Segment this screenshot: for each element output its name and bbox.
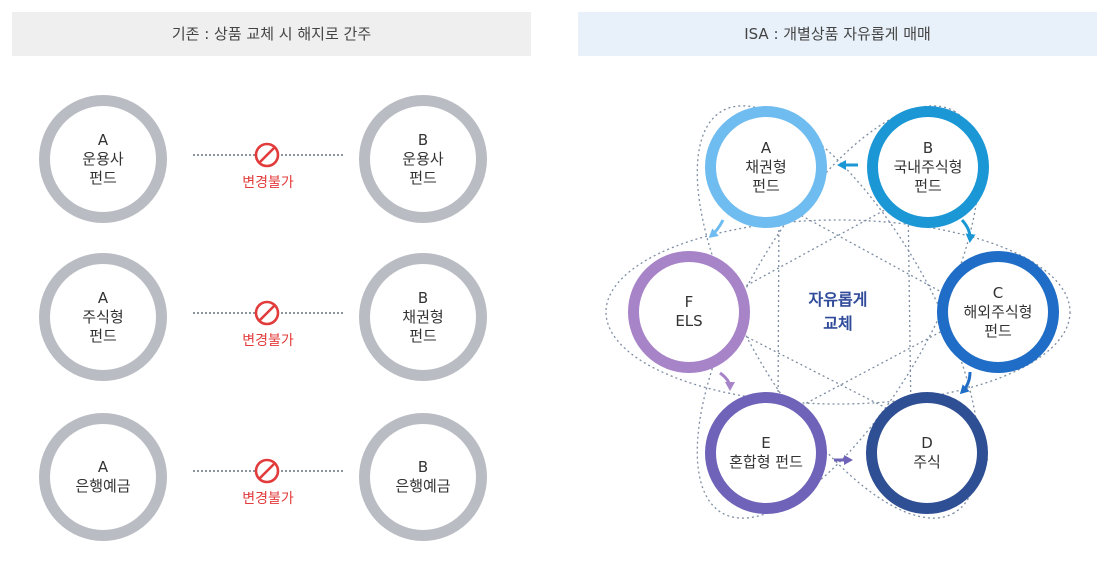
ring-label-line: 펀드 [409,326,437,345]
node-label-line: 혼합형 펀드 [729,453,803,471]
center-label-line: 교체 [823,314,853,333]
node-f-els: F ELS [628,251,750,373]
prohibited-icon [254,300,280,326]
change-not-allowed-label: 변경불가 [242,491,294,507]
arrow-b-to-c [960,218,976,243]
node-label-line: F [684,293,694,311]
arrow-a-to-f [708,219,725,238]
ring-label-line: A [97,288,109,307]
node-label-line: 주식 [913,453,941,471]
ring-label-line: B [417,130,429,149]
prohibited-icon [254,458,280,484]
ring-label-line: B [417,288,429,307]
source-product-ring: A 주식형 펀드 [39,253,167,381]
node-label-line: 채권형 [745,157,787,176]
target-product-ring: B 운용사 펀드 [359,95,487,223]
node-d-stocks: D 주식 [866,392,988,514]
ring-label-line: B [417,458,429,476]
node-label-line: ELS [675,312,703,330]
ring-label-line: 운용사 [82,149,124,168]
node-label-line: 펀드 [914,176,942,195]
center-label-line: 자유롭게 [808,290,868,309]
left-panel-title: 기존 : 상품 교체 시 해지로 간주 [12,12,531,56]
node-label-line: 국내주식형 [893,157,963,176]
ring-label-line: 펀드 [409,168,437,187]
center-label: 자유롭게 교체 [778,288,898,336]
ring-label-line: 펀드 [89,168,117,187]
ring-label-line: 채권형 [402,307,444,326]
node-label-line: C [992,283,1004,302]
ring-label-line: 은행예금 [75,477,131,495]
ring-label-line: 펀드 [89,326,117,345]
ring-label-line: A [97,458,109,476]
node-b-domestic-equity-fund: B 국내주식형 펀드 [867,106,989,228]
change-not-allowed-label: 변경불가 [242,333,294,349]
node-e-mixed-fund: E 혼합형 펀드 [705,392,827,514]
node-label-line: 해외주식형 [963,302,1033,321]
target-product-ring: B 은행예금 [359,413,487,541]
node-c-overseas-equity-fund: C 해외주식형 펀드 [937,251,1059,373]
prohibited-icon [254,142,280,168]
source-product-ring: A 운용사 펀드 [39,95,167,223]
node-label-line: 펀드 [984,321,1012,340]
change-not-allowed-label: 변경불가 [242,175,294,191]
node-label-line: 펀드 [752,176,780,195]
node-a-bond-fund: A 채권형 펀드 [705,106,827,228]
right-panel-title: ISA : 개별상품 자유롭게 매매 [578,12,1097,56]
node-label-line: B [922,138,934,157]
source-product-ring: A 은행예금 [39,413,167,541]
target-product-ring: B 채권형 펀드 [359,253,487,381]
node-label-line: D [921,434,933,452]
ring-label-line: 운용사 [402,149,444,168]
free-switch-diagram: A 채권형 펀드 B 국내주식형 펀드 C 해외주식형 펀드 D 주식 E 혼합… [578,70,1106,565]
node-label-line: E [761,434,771,452]
ring-label-line: 주식형 [82,307,124,326]
arrow-f-to-e [719,371,735,391]
ring-label-line: 은행예금 [395,477,451,495]
ring-label-line: A [97,130,109,149]
node-label-line: A [760,138,772,157]
arrow-c-to-d [959,371,972,395]
